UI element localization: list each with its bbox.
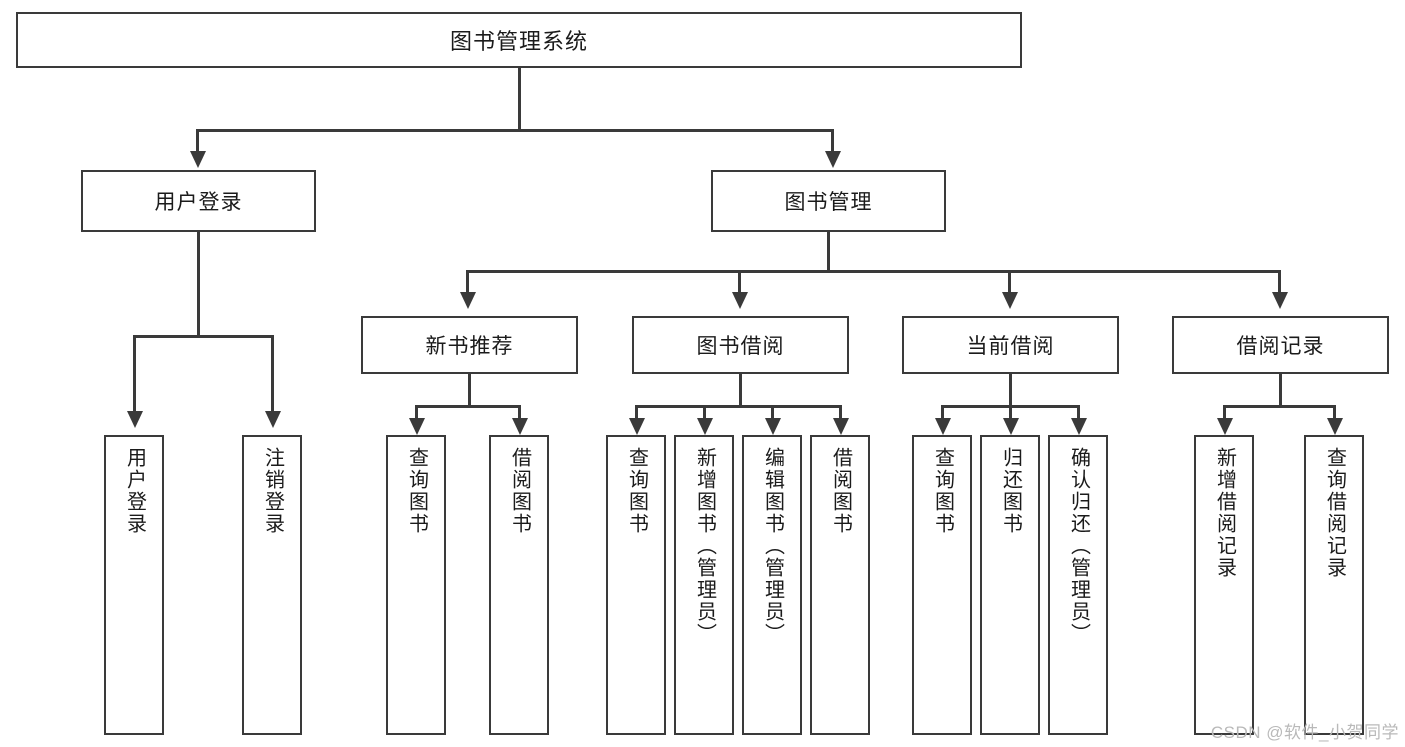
arrow-current-1 <box>935 418 951 435</box>
connector-user-login-bar <box>133 335 274 338</box>
node-label: 用户登录 <box>123 447 146 535</box>
connector-to-book-borrow <box>738 270 741 294</box>
connector-new-book-r <box>518 405 521 427</box>
leaf-return-book[interactable]: 归还图书 <box>980 435 1040 735</box>
arrow-current-2 <box>1003 418 1019 435</box>
connector-current-2 <box>1009 405 1012 427</box>
connector-to-current-borrow <box>1008 270 1011 294</box>
connector-book-borrow-2 <box>703 405 706 427</box>
node-current-borrow[interactable]: 当前借阅 <box>902 316 1119 374</box>
connector-new-book-bar <box>415 405 521 408</box>
connector-book-mgmt-stem <box>827 232 830 272</box>
arrow-current-3 <box>1071 418 1087 435</box>
connector-new-book-l <box>415 405 418 427</box>
node-label: 图书管理 <box>784 191 873 214</box>
node-label: 新增借阅记录 <box>1213 447 1236 579</box>
node-label: 图书管理系统 <box>449 29 588 54</box>
node-label: 归还图书 <box>999 447 1022 535</box>
leaf-borrow-book-new[interactable]: 借阅图书 <box>489 435 549 735</box>
node-label: 查询借阅记录 <box>1323 447 1346 579</box>
node-label: 图书借阅 <box>696 335 785 358</box>
node-root-system[interactable]: 图书管理系统 <box>16 12 1022 68</box>
leaf-add-borrow-record[interactable]: 新增借阅记录 <box>1194 435 1254 735</box>
arrow-book-borrow-2 <box>697 418 713 435</box>
node-label: 新增图书（管理员） <box>693 447 716 645</box>
connector-user-login-left <box>133 335 136 413</box>
node-label: 编辑图书（管理员） <box>761 447 784 645</box>
leaf-query-book-borrow[interactable]: 查询图书 <box>606 435 666 735</box>
arrow-to-borrow-record <box>1272 292 1288 309</box>
node-label: 借阅图书 <box>508 447 531 535</box>
connector-to-user-login <box>196 129 199 153</box>
node-label: 确认归还（管理员） <box>1067 447 1090 645</box>
node-new-book-recommend[interactable]: 新书推荐 <box>361 316 578 374</box>
node-user-login[interactable]: 用户登录 <box>81 170 316 232</box>
connector-record-l <box>1223 405 1226 427</box>
arrow-to-new-book <box>460 292 476 309</box>
connector-current-borrow-stem <box>1009 374 1012 406</box>
connector-root-stem <box>518 68 521 130</box>
leaf-logout[interactable]: 注销登录 <box>242 435 302 735</box>
connector-book-borrow-4 <box>839 405 842 427</box>
leaf-edit-book-admin[interactable]: 编辑图书（管理员） <box>742 435 802 735</box>
connector-current-1 <box>941 405 944 427</box>
connector-to-book-mgmt <box>831 129 834 153</box>
arrow-user-login-right <box>265 411 281 428</box>
arrow-to-current-borrow <box>1002 292 1018 309</box>
arrow-to-book-mgmt <box>825 151 841 168</box>
arrow-book-borrow-1 <box>629 418 645 435</box>
arrow-book-borrow-3 <box>765 418 781 435</box>
node-label: 当前借阅 <box>966 335 1055 358</box>
leaf-confirm-return-admin[interactable]: 确认归还（管理员） <box>1048 435 1108 735</box>
connector-to-borrow-record <box>1278 270 1281 294</box>
connector-book-borrow-bar <box>635 405 842 408</box>
node-label: 查询图书 <box>405 447 428 535</box>
connector-current-3 <box>1077 405 1080 427</box>
arrow-to-book-borrow <box>732 292 748 309</box>
connector-book-borrow-3 <box>771 405 774 427</box>
leaf-user-login[interactable]: 用户登录 <box>104 435 164 735</box>
watermark-text: CSDN @软件_小贺同学 <box>1210 723 1399 742</box>
arrow-book-borrow-4 <box>833 418 849 435</box>
connector-book-borrow-1 <box>635 405 638 427</box>
connector-borrow-record-stem <box>1279 374 1282 406</box>
arrow-to-user-login <box>190 151 206 168</box>
connector-root-bar <box>196 129 834 132</box>
node-label: 查询图书 <box>931 447 954 535</box>
arrow-record-l <box>1217 418 1233 435</box>
leaf-query-book-new[interactable]: 查询图书 <box>386 435 446 735</box>
node-label: 查询图书 <box>625 447 648 535</box>
leaf-borrow-book[interactable]: 借阅图书 <box>810 435 870 735</box>
arrow-new-book-l <box>409 418 425 435</box>
node-book-management[interactable]: 图书管理 <box>711 170 946 232</box>
leaf-query-book-current[interactable]: 查询图书 <box>912 435 972 735</box>
arrow-user-login-left <box>127 411 143 428</box>
node-label: 借阅记录 <box>1236 335 1325 358</box>
connector-user-login-right <box>271 335 274 413</box>
leaf-query-borrow-record[interactable]: 查询借阅记录 <box>1304 435 1364 735</box>
connector-to-new-book <box>466 270 469 294</box>
node-label: 用户登录 <box>154 191 243 214</box>
arrow-record-r <box>1327 418 1343 435</box>
connector-book-borrow-stem <box>739 374 742 406</box>
leaf-add-book-admin[interactable]: 新增图书（管理员） <box>674 435 734 735</box>
connector-record-r <box>1333 405 1336 427</box>
connector-borrow-record-bar <box>1223 405 1336 408</box>
arrow-new-book-r <box>512 418 528 435</box>
connector-new-book-stem <box>468 374 471 406</box>
connector-book-mgmt-bar <box>466 270 1281 273</box>
node-label: 新书推荐 <box>425 335 514 358</box>
node-label: 注销登录 <box>261 447 284 535</box>
node-borrow-record[interactable]: 借阅记录 <box>1172 316 1389 374</box>
node-label: 借阅图书 <box>829 447 852 535</box>
node-book-borrow[interactable]: 图书借阅 <box>632 316 849 374</box>
connector-user-login-stem <box>197 232 200 336</box>
